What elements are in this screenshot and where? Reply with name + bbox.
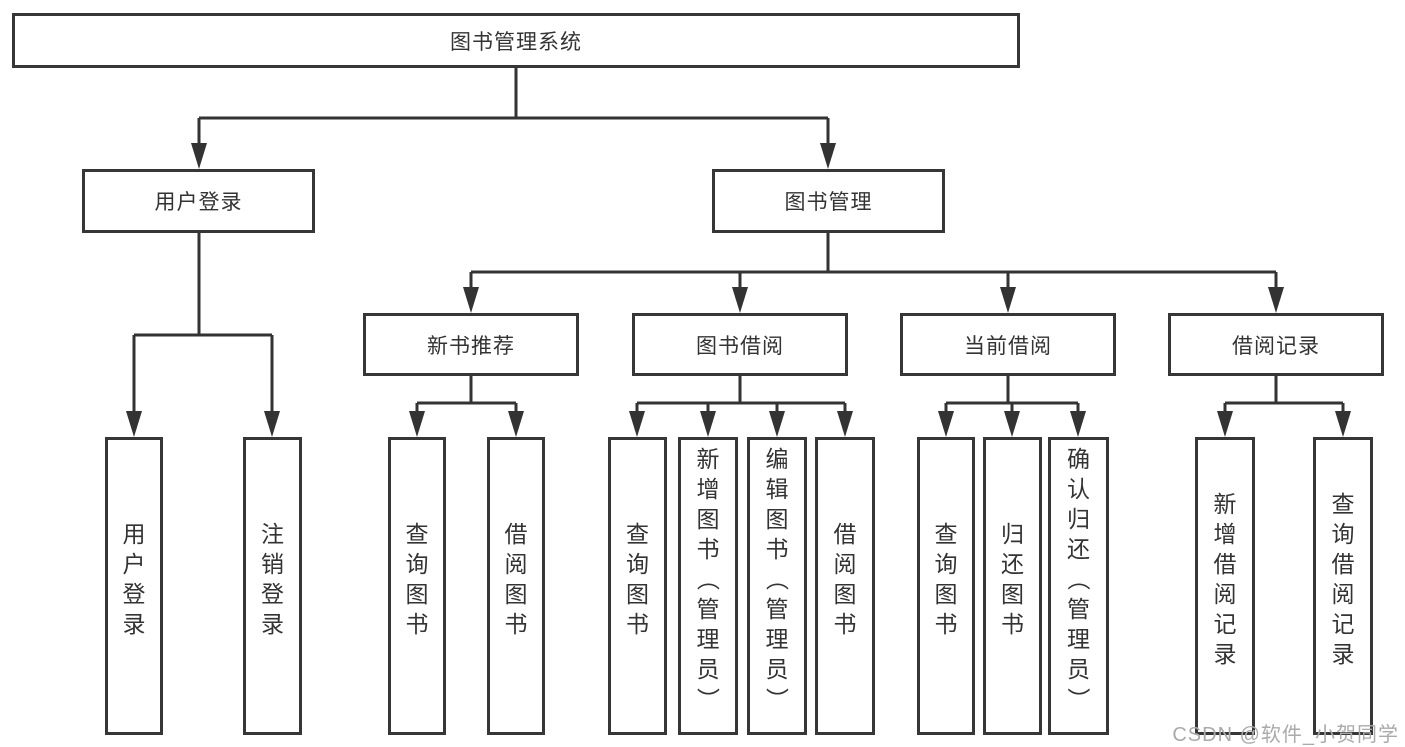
leaf-borrow-books-borrowing: 借阅图书 <box>815 437 875 735</box>
leaf-borrow-books-recommend: 借阅图书 <box>487 437 545 735</box>
leaf-query-books-borrowing: 查询图书 <box>608 437 667 735</box>
leaf-logout: 注销登录 <box>243 437 302 735</box>
csdn-watermark: CSDN @软件_小贺同学 <box>1172 724 1399 746</box>
node-current-borrowing: 当前借阅 <box>900 313 1116 376</box>
node-book-management: 图书管理 <box>712 169 945 233</box>
node-book-borrowing: 图书借阅 <box>632 313 848 376</box>
arrowhead-icons <box>126 143 1351 437</box>
node-borrowing-records: 借阅记录 <box>1168 313 1384 376</box>
leaf-query-books-current: 查询图书 <box>917 437 975 735</box>
leaf-add-books-admin: 新增图书（管理员） <box>678 437 738 735</box>
node-library-system-root: 图书管理系统 <box>12 13 1020 68</box>
leaf-query-borrow-record: 查询借阅记录 <box>1313 437 1373 735</box>
leaf-return-books: 归还图书 <box>983 437 1042 735</box>
leaf-confirm-return-admin: 确认归还（管理员） <box>1048 437 1109 735</box>
leaf-query-books-recommend: 查询图书 <box>388 437 446 735</box>
leaf-edit-books-admin: 编辑图书（管理员） <box>747 437 807 735</box>
node-new-book-recommendation: 新书推荐 <box>363 313 579 376</box>
leaf-user-login: 用户登录 <box>105 437 163 735</box>
leaf-add-borrow-record: 新增借阅记录 <box>1195 437 1255 735</box>
node-user-login: 用户登录 <box>82 169 315 233</box>
